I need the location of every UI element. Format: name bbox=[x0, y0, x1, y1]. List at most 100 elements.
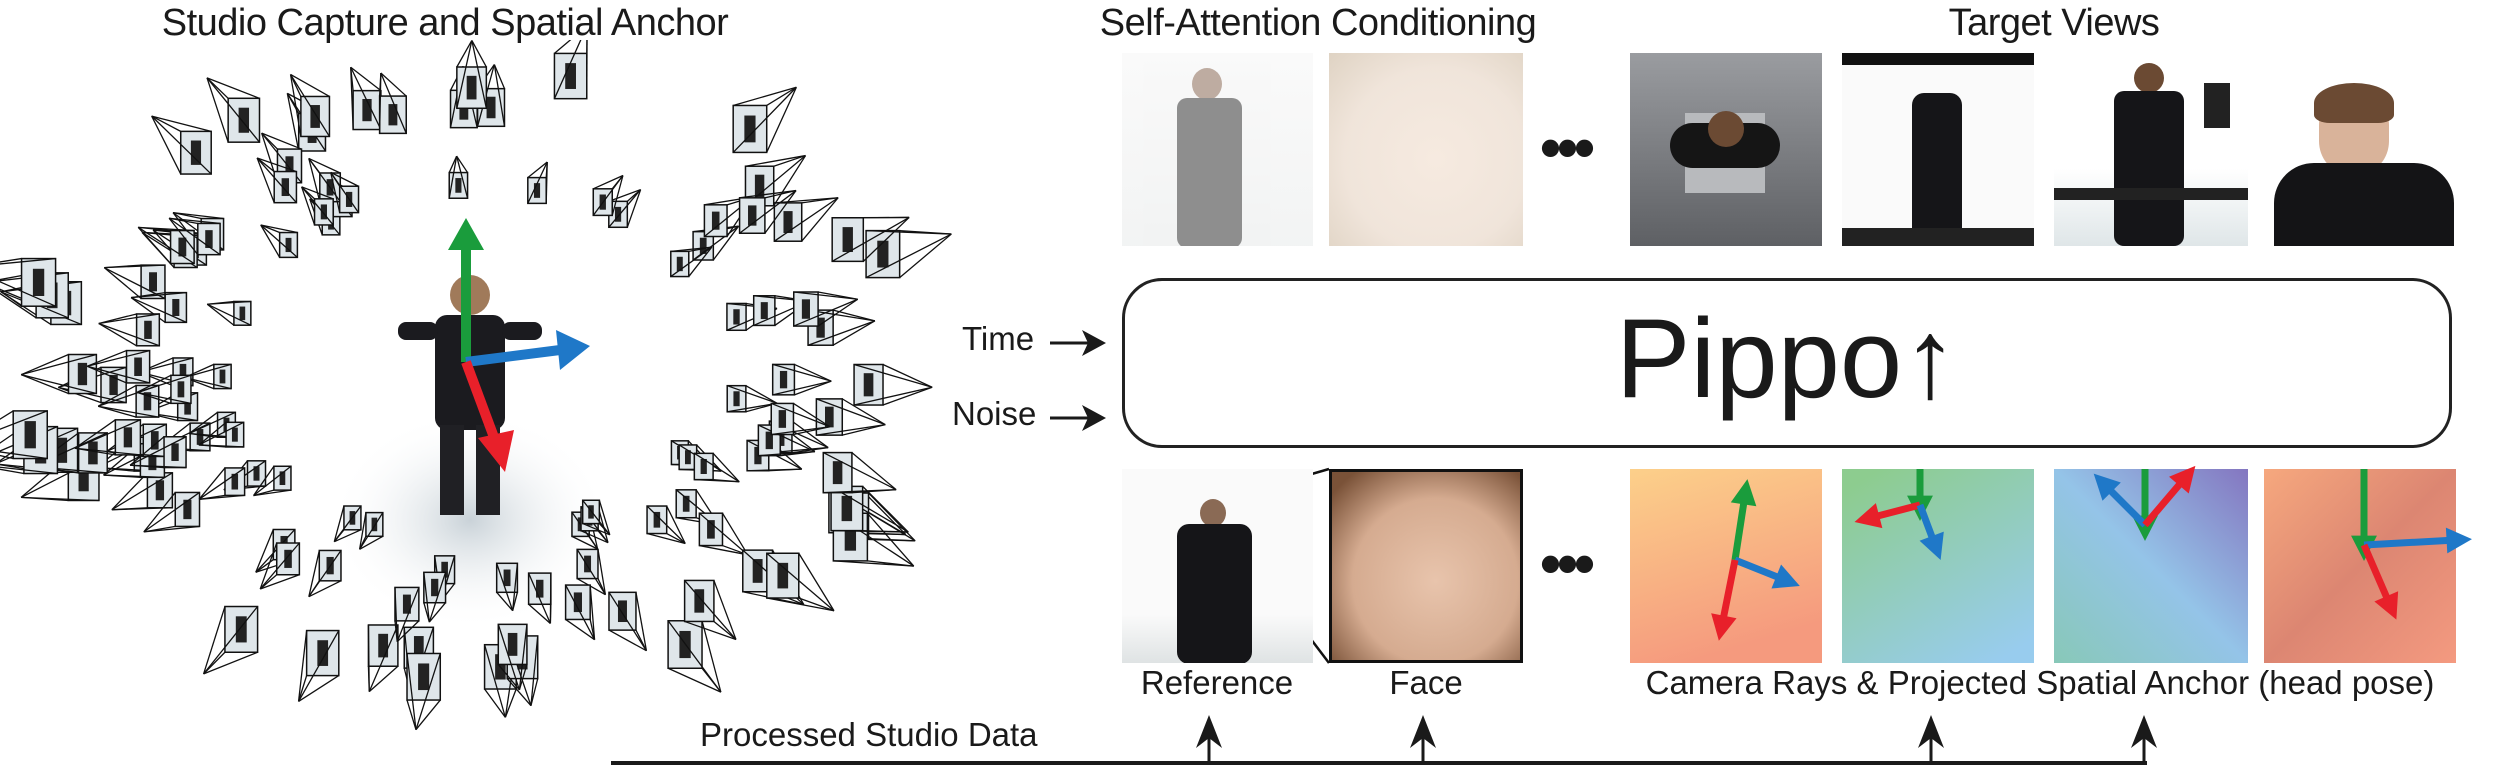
camera-frustum bbox=[527, 572, 552, 624]
camera-frustum bbox=[253, 465, 292, 497]
camera-frustum bbox=[129, 436, 187, 469]
camera-frustum bbox=[350, 66, 382, 131]
camera-frustum bbox=[726, 384, 778, 413]
camera-frustum bbox=[646, 505, 686, 545]
camera-rays-label: Camera Rays & Projected Spatial Anchor (… bbox=[1645, 664, 2435, 701]
camera-frustum bbox=[378, 72, 407, 135]
camera-frustum bbox=[497, 623, 528, 691]
reference-label: Reference bbox=[1140, 664, 1294, 701]
ray-map-2 bbox=[1842, 469, 2034, 663]
noise-label: Noise bbox=[952, 395, 1037, 432]
ray-map-3 bbox=[2054, 469, 2248, 663]
ellipsis-top: ••• bbox=[1540, 114, 1595, 181]
target-view-top-down bbox=[1630, 53, 1822, 246]
camera-frustum bbox=[576, 548, 607, 596]
camera-frustum bbox=[74, 419, 142, 456]
camera-frustum bbox=[289, 73, 331, 138]
camera-frustum bbox=[698, 512, 749, 556]
ray-map-1 bbox=[1630, 469, 1822, 663]
axis-arrow-icon bbox=[1730, 479, 1757, 561]
camera-frustum bbox=[608, 188, 642, 229]
camera-frustum bbox=[256, 157, 298, 204]
studio-capture-illustration bbox=[0, 40, 952, 731]
camera-frustum bbox=[97, 384, 160, 418]
time-label: Time bbox=[962, 320, 1035, 357]
camera-frustum bbox=[20, 353, 98, 395]
camera-frustum bbox=[766, 552, 835, 612]
camera-frustum bbox=[683, 579, 737, 641]
camera-frustum bbox=[592, 174, 624, 217]
camera-frustum bbox=[333, 505, 362, 543]
camera-frustum bbox=[406, 652, 442, 731]
upscale-arrow-icon: ↑ bbox=[1902, 296, 1959, 421]
camera-frustum bbox=[297, 629, 340, 703]
camera-frustum bbox=[553, 40, 588, 100]
camera-frustum bbox=[527, 161, 548, 205]
camera-frustum bbox=[831, 216, 910, 263]
camera-frustum bbox=[608, 591, 648, 652]
camera-frustum bbox=[670, 246, 713, 278]
camera-frustum bbox=[581, 499, 611, 536]
camera-frustum bbox=[198, 467, 246, 500]
camera-frustum bbox=[86, 349, 151, 384]
camera-frustum bbox=[830, 485, 909, 533]
camera-frustum bbox=[0, 410, 48, 460]
camera-frustum bbox=[822, 451, 897, 494]
camera-frustum bbox=[703, 196, 754, 238]
camera-frustum bbox=[738, 189, 797, 235]
camera-frustum bbox=[184, 363, 232, 390]
camera-frustum bbox=[308, 549, 342, 598]
camera-frustum bbox=[202, 605, 259, 675]
face-image bbox=[1329, 469, 1523, 663]
camera-frustum bbox=[667, 620, 722, 693]
model-name: Pippo bbox=[1615, 296, 1903, 421]
axis-arrow-icon bbox=[2093, 473, 2148, 528]
camera-frustum bbox=[367, 624, 399, 693]
camera-frustum bbox=[456, 40, 488, 110]
cond-face-faded bbox=[1329, 53, 1523, 246]
spatial-anchor-axes bbox=[448, 218, 590, 472]
studio-capture-title: Studio Capture and Spatial Anchor bbox=[161, 2, 729, 44]
camera-frustum bbox=[168, 217, 221, 256]
camera-frustum bbox=[143, 491, 201, 533]
projected-anchor-axes bbox=[1711, 465, 2472, 641]
axis-arrow-icon bbox=[1916, 503, 1944, 560]
camera-frustum bbox=[260, 224, 299, 259]
target-views-title: Target Views bbox=[1948, 2, 2160, 44]
camera-frustum bbox=[793, 291, 859, 327]
camera-frustum bbox=[394, 586, 420, 643]
target-view-back bbox=[2054, 53, 2248, 246]
camera-frustum bbox=[206, 77, 261, 143]
camera-frustum bbox=[198, 421, 245, 448]
camera-frustum bbox=[732, 86, 797, 154]
cond-reference-faded bbox=[1122, 53, 1313, 246]
axis-arrow-icon bbox=[1854, 501, 1921, 529]
camera-frustum bbox=[103, 264, 166, 300]
camera-frustum bbox=[773, 197, 839, 242]
reference-image bbox=[1122, 469, 1313, 663]
axis-arrow-icon bbox=[2363, 527, 2472, 554]
camera-frustum bbox=[564, 584, 596, 641]
ray-map-4 bbox=[2264, 469, 2456, 663]
camera-frustum bbox=[853, 363, 933, 406]
camera-frustum bbox=[770, 402, 831, 436]
camera-frustum bbox=[495, 562, 519, 612]
camera-frustum bbox=[136, 374, 192, 405]
pippo-model-box: Pippo↑ bbox=[1122, 278, 2452, 448]
camera-frustum bbox=[330, 171, 360, 214]
camera-frustum bbox=[448, 155, 469, 199]
face-label: Face bbox=[1389, 664, 1463, 701]
conditioning-title: Self-Attention Conditioning bbox=[1099, 2, 1537, 44]
camera-frustum bbox=[206, 300, 252, 326]
camera-frustum bbox=[151, 115, 212, 175]
target-view-side bbox=[1842, 53, 2034, 246]
ellipsis-bottom: ••• bbox=[1540, 530, 1595, 597]
camera-frustum bbox=[358, 511, 384, 550]
target-view-close bbox=[2264, 53, 2456, 246]
axis-arrow-icon bbox=[2142, 465, 2196, 528]
camera-frustum bbox=[771, 363, 832, 396]
axis-arrow-icon bbox=[2360, 543, 2399, 620]
axis-arrow-icon bbox=[1733, 556, 1800, 589]
camera-frustum bbox=[815, 398, 886, 436]
